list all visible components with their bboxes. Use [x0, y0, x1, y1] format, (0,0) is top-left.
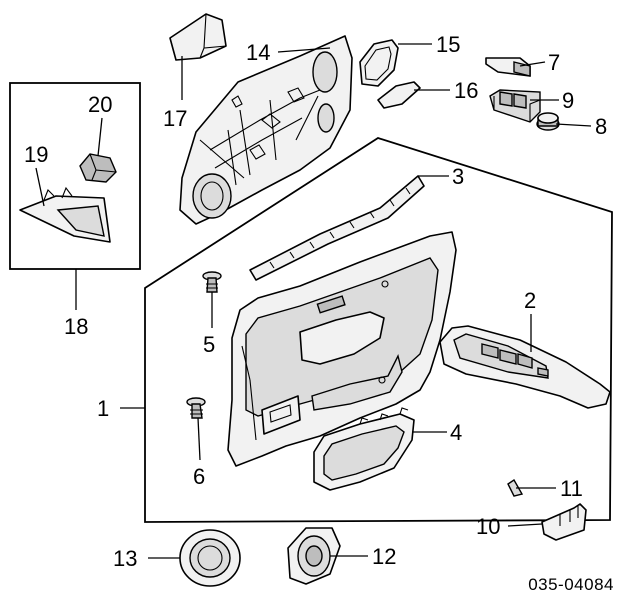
part-17-bracket: [169, 13, 227, 61]
callout-16: 16: [454, 78, 478, 103]
diagram-code: 035-04084: [528, 575, 614, 594]
callout-17: 17: [163, 106, 187, 131]
part-8-knob: [536, 112, 560, 131]
callout-7: 7: [548, 50, 560, 75]
callout-4: 4: [450, 420, 462, 445]
part-1-door-trim-panel: [227, 231, 457, 467]
callout-labels: 1 2 3 4 5 6 7 8 9 10 11 12 13 14 15 16 1…: [24, 32, 607, 571]
part-13-speaker-grille: [179, 529, 241, 587]
part-20-clip: [79, 153, 117, 183]
callout-6: 6: [193, 464, 205, 489]
callout-20: 20: [88, 92, 112, 117]
part-2-armrest-panel: [439, 325, 611, 409]
callout-14: 14: [246, 40, 270, 65]
callout-15: 15: [436, 32, 460, 57]
part-7-switch-cover: [485, 57, 531, 77]
callout-2: 2: [524, 288, 536, 313]
part-16-pad: [377, 81, 421, 109]
callout-8: 8: [595, 114, 607, 139]
callout-9: 9: [562, 88, 574, 113]
part-10-bracket: [541, 503, 587, 541]
part-12-speaker: [287, 527, 341, 585]
callout-5: 5: [203, 332, 215, 357]
part-19-mirror-cover: [19, 186, 111, 243]
callout-10: 10: [476, 514, 500, 539]
part-3-trim-strip: [249, 175, 425, 281]
part-15-pad: [359, 39, 399, 87]
callout-12: 12: [372, 544, 396, 569]
part-6-clip: [186, 397, 206, 419]
part-9-switch: [489, 89, 541, 123]
part-14-inner-door-panel: [179, 35, 353, 225]
part-11-clip: [507, 479, 524, 497]
callout-1: 1: [97, 396, 109, 421]
part-5-clip: [202, 271, 222, 293]
door-trim-assembly-frame: [144, 137, 613, 523]
callout-19: 19: [24, 142, 48, 167]
callout-11: 11: [560, 476, 583, 501]
leader-lines: [35, 43, 592, 559]
mirror-cover-group-frame: [9, 82, 141, 270]
callout-13: 13: [113, 546, 137, 571]
callout-18: 18: [64, 314, 88, 339]
part-4-door-pocket: [313, 407, 415, 491]
callout-3: 3: [452, 164, 464, 189]
